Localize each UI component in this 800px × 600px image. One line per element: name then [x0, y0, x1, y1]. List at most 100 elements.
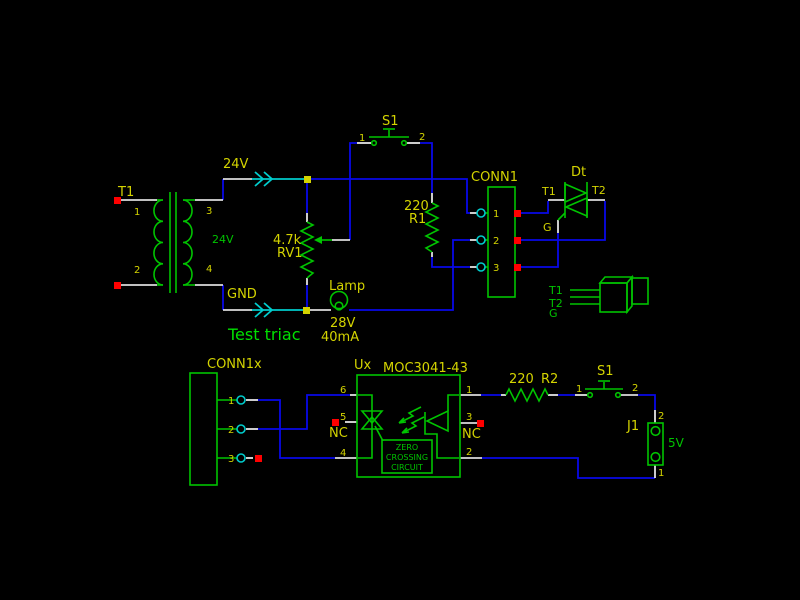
resistor-zigzag [299, 221, 315, 279]
package-side-face [626, 274, 633, 315]
no-connect-marker[interactable] [255, 455, 262, 462]
schematic-caption[interactable]: Test triac [227, 325, 301, 344]
s1-top-pin-1: 1 [359, 133, 365, 144]
conn1-pin-3: 3 [493, 263, 499, 274]
lamp-symbol[interactable]: Lamp 28V 40mA [321, 279, 365, 345]
conn1x-symbol[interactable]: CONN1x 1 2 3 [189, 357, 262, 486]
bus-entry-icon[interactable] [263, 171, 274, 187]
junction-dot[interactable] [303, 307, 310, 314]
opto-pin-1: 1 [466, 385, 472, 396]
bus-entry-icon[interactable] [254, 302, 265, 318]
wire-wiper-to-s1[interactable] [349, 142, 357, 240]
nc-label-left: NC [329, 426, 348, 441]
conn1x-pin-1: 1 [228, 396, 234, 407]
transformer-ref[interactable]: T1 [117, 185, 134, 200]
led-cathode-lead [424, 430, 459, 459]
triac-symbol[interactable]: Dt T1 T2 G [541, 165, 606, 234]
pin-connection-marker[interactable] [514, 237, 521, 244]
pin-circle [476, 235, 486, 245]
s1-top-ref[interactable]: S1 [382, 114, 399, 129]
zero-crossing-text-1: ZERO [396, 443, 418, 452]
transformer-value[interactable]: 24V [212, 233, 234, 246]
opto-pin-6: 6 [340, 385, 346, 396]
triac-triangle [564, 182, 589, 204]
triac-t2-label: T2 [591, 184, 606, 197]
pushbutton-symbol-bottom[interactable]: S1 1 2 [576, 364, 638, 399]
pin-circle [236, 395, 246, 405]
no-connect-marker[interactable] [332, 419, 339, 426]
lamp-bulb [329, 290, 349, 310]
j1-pin-2: 2 [658, 411, 664, 422]
lamp-label[interactable]: Lamp [329, 279, 365, 294]
gate-lead [557, 212, 566, 221]
j1-symbol[interactable]: J1 2 1 5V [626, 411, 685, 479]
resistor-zigzag [424, 202, 440, 253]
pin-connection-marker[interactable] [514, 264, 521, 271]
rv1-value[interactable]: 4.7k [273, 233, 302, 248]
opto-value[interactable]: MOC3041-43 [383, 361, 468, 376]
s1-bottom-ref[interactable]: S1 [597, 364, 614, 379]
conn1-pin-1: 1 [493, 209, 499, 220]
zero-crossing-box [381, 439, 433, 474]
optocoupler-symbol[interactable]: ZERO CROSSING CIRCUIT Ux MOC3041-43 6 5 … [329, 358, 484, 478]
wire-24v-rail[interactable] [307, 178, 470, 214]
zero-crossing-text-3: CIRCUIT [391, 463, 423, 472]
wire-s1-to-j1[interactable] [638, 394, 656, 410]
top-circuit: T1 1 2 3 4 24V 24V GND 4.7k RV1 S1 1 2 [114, 114, 649, 345]
j1-pin-1: 1 [658, 468, 664, 479]
opto-ref[interactable]: Ux [354, 358, 372, 373]
wire-lamp-to-conn1p2[interactable] [349, 239, 470, 311]
junction-dot[interactable] [304, 176, 311, 183]
net-label-gnd[interactable]: GND [227, 287, 257, 302]
bus-entry-icon[interactable] [254, 171, 265, 187]
transformer-pin-3: 3 [206, 206, 212, 217]
pin-circle [236, 424, 246, 434]
pin-circle [476, 208, 486, 218]
r2-value[interactable]: 220 [509, 372, 534, 387]
wire-conn1-to-triac-g[interactable] [520, 233, 559, 268]
resistor-zigzag [505, 387, 549, 403]
pin-connection-marker[interactable] [514, 210, 521, 217]
net-label-24v[interactable]: 24V [223, 157, 249, 172]
lamp-current[interactable]: 40mA [321, 330, 359, 345]
resistor-r2-symbol[interactable]: 220 R2 [505, 372, 558, 403]
no-connect-marker[interactable] [114, 197, 121, 204]
winding-primary [153, 199, 164, 286]
wire-conn1x2-to-pin6[interactable] [258, 394, 350, 430]
r1-value[interactable]: 220 [404, 199, 429, 214]
no-connect-marker[interactable] [477, 420, 484, 427]
wire-j1-to-pin2[interactable] [482, 457, 655, 479]
conn1-ref[interactable]: CONN1 [471, 170, 518, 185]
conn1x-ref[interactable]: CONN1x [207, 357, 262, 372]
r1-ref[interactable]: R1 [409, 212, 426, 227]
triac-ref[interactable]: Dt [571, 165, 586, 180]
no-connect-marker[interactable] [114, 282, 121, 289]
wire-conn1-to-triac-t2[interactable] [520, 201, 606, 241]
resistor-r1-symbol[interactable]: 220 R1 [404, 199, 440, 253]
pin-circle [236, 453, 246, 463]
potentiometer-symbol[interactable]: 4.7k RV1 [273, 221, 332, 279]
bottom-circuit: CONN1x 1 2 3 ZERO CROSSING CIRCUIT [189, 357, 685, 486]
lamp-voltage[interactable]: 28V [330, 316, 356, 331]
r2-ref[interactable]: R2 [541, 372, 558, 387]
conn1x-pin-2: 2 [228, 425, 234, 436]
s1-bottom-pin-2: 2 [632, 383, 638, 394]
wire-conn1-to-triac-t1[interactable] [520, 201, 549, 214]
wire-s1-to-r1[interactable] [420, 142, 433, 193]
package-t1-label: T1 [548, 284, 563, 297]
transformer-pin-4: 4 [206, 264, 212, 275]
s1-top-pin-2: 2 [419, 132, 425, 143]
bottom-pin-stubs [246, 394, 656, 478]
rv1-ref[interactable]: RV1 [277, 246, 303, 261]
pushbutton-symbol-top[interactable]: S1 1 2 [359, 114, 425, 147]
conn1-symbol[interactable]: CONN1 1 2 3 [471, 170, 521, 298]
package-drawing[interactable]: T1 T2 G [548, 274, 649, 320]
pin-circle [650, 451, 661, 463]
wire-r1-to-conn1p3[interactable] [431, 257, 470, 268]
bus-entry-icon[interactable] [263, 302, 274, 318]
bus-entries [252, 171, 306, 318]
transformer-symbol[interactable]: T1 1 2 3 4 24V [114, 185, 234, 293]
j1-ref[interactable]: J1 [626, 419, 639, 434]
j1-value[interactable]: 5V [668, 436, 685, 450]
